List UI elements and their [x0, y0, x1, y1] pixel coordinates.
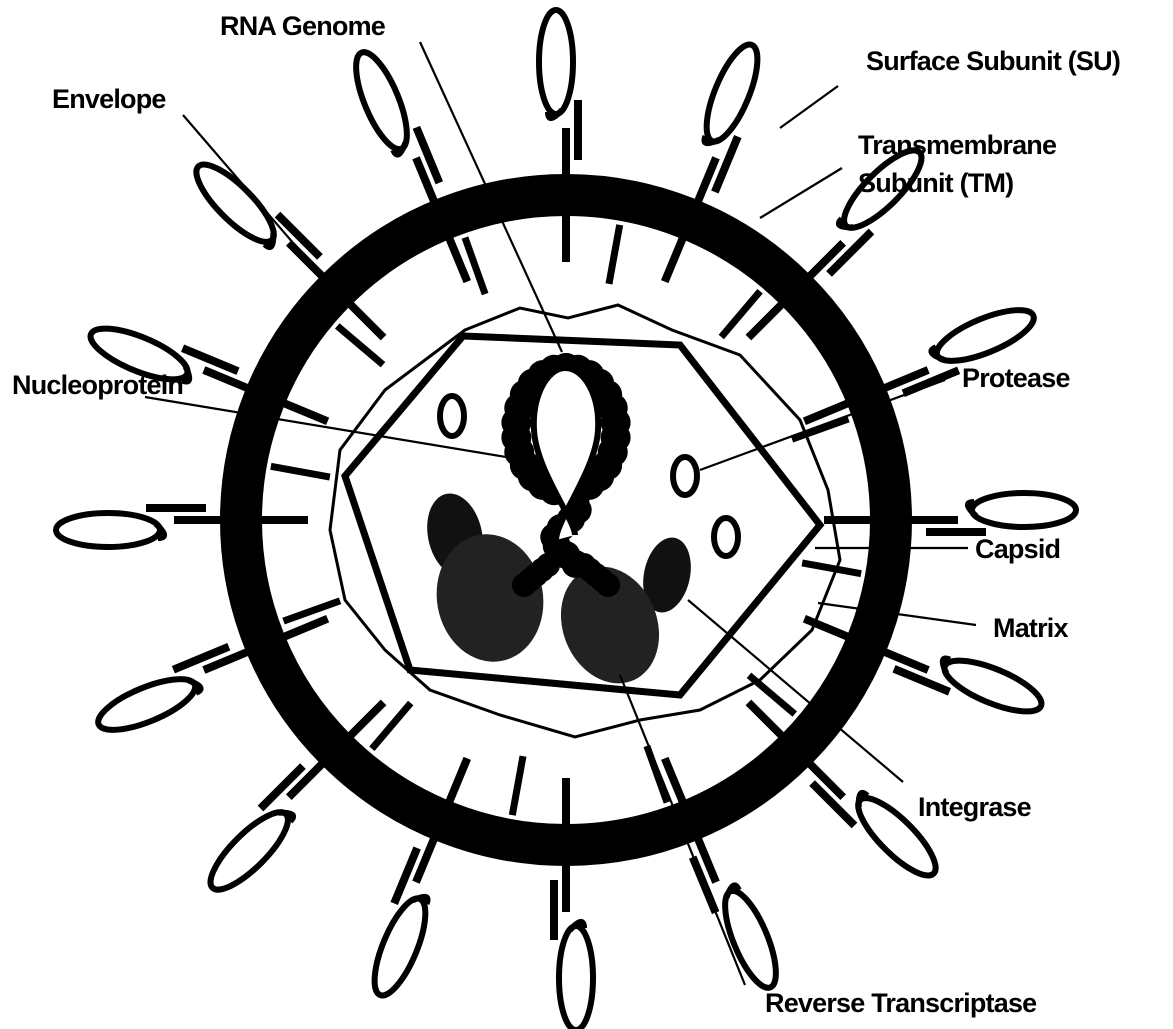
surface-subunit-loop: [56, 513, 160, 547]
transmembrane-tab: [894, 669, 949, 692]
transmembrane-tab: [394, 848, 417, 903]
surface-subunit-loop: [931, 300, 1040, 371]
protease-particle: [440, 396, 464, 436]
label-protease: Protease: [962, 363, 1070, 393]
protease-particle: [714, 518, 738, 556]
nucleoprotein-bead: [512, 573, 536, 597]
matrix-spoke: [512, 756, 523, 815]
label-surface-subunit: Surface Subunit (SU): [866, 46, 1120, 76]
matrix-spoke: [465, 238, 485, 294]
surface-subunit-loop: [696, 38, 767, 147]
surface-subunit-loop: [200, 802, 298, 900]
surface-subunit-loop: [559, 926, 593, 1029]
matrix-spoke: [271, 466, 330, 477]
label-reverse-transcriptase: Reverse Transcriptase: [765, 988, 1037, 1018]
matrix-spoke: [609, 225, 620, 284]
label-rna-genome: RNA Genome: [220, 11, 386, 41]
surface-subunit-loop: [364, 892, 435, 1001]
label-capsid: Capsid: [975, 534, 1060, 564]
transmembrane-tab: [715, 137, 738, 192]
label-matrix: Matrix: [993, 613, 1069, 643]
label-integrase: Integrase: [918, 792, 1032, 822]
leader-transmembrane: [760, 168, 842, 218]
surface-subunit-loop: [539, 10, 573, 114]
label-transmembrane-line1: Transmembrane: [858, 130, 1057, 160]
surface-subunit-loop: [972, 493, 1076, 527]
label-transmembrane-line2: Subunit (TM): [858, 168, 1013, 198]
surface-subunit-loop: [186, 154, 284, 252]
matrix-spoke: [284, 601, 340, 621]
label-nucleoprotein: Nucleoprotein: [12, 370, 183, 400]
surface-subunit-loop: [346, 46, 417, 155]
nucleoprotein-bead: [596, 573, 620, 597]
surface-subunit-loop: [92, 669, 201, 740]
leader-surface-subunit: [780, 86, 838, 128]
leader-protease: [700, 380, 945, 470]
matrix-spoke: [647, 746, 667, 802]
transmembrane-tab: [183, 348, 238, 371]
protease-particle: [673, 457, 697, 495]
label-envelope: Envelope: [52, 84, 166, 114]
matrix-spoke: [802, 563, 861, 574]
surface-subunit-loop: [938, 650, 1047, 721]
